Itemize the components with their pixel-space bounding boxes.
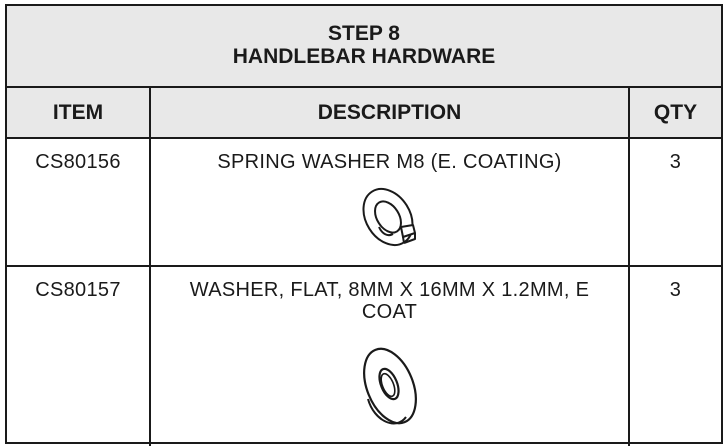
step-label: STEP 8 [328,22,400,45]
flat-washer-illustration [362,347,417,425]
description-cell: SPRING WASHER M8 (E. COATING) [151,139,630,265]
column-header-qty: QTY [653,101,698,124]
item-description: WASHER, FLAT, 8MM X 16MM X 1.2MM, E COAT [189,279,590,323]
description-cell: WASHER, FLAT, 8MM X 16MM X 1.2MM, E COAT [151,267,630,446]
item-number: CS80157 [35,279,121,301]
table-title: STEP 8 HANDLEBAR HARDWARE [7,6,721,88]
item-cell: CS80157 [7,267,151,446]
column-header-description: DESCRIPTION [151,88,630,137]
hardware-table: STEP 8 HANDLEBAR HARDWARE ITEM DESCRIPTI… [5,4,723,446]
item-qty: 3 [669,151,682,173]
item-cell: CS80156 [7,139,151,265]
item-description: SPRING WASHER M8 (E. COATING) [217,151,562,173]
table-row: CS80157 WASHER, FLAT, 8MM X 16MM X 1.2MM… [7,267,721,446]
step-name: HANDLEBAR HARDWARE [232,45,496,68]
qty-cell: 3 [630,267,721,446]
column-header-item: ITEM [7,88,151,137]
table-row: CS80156 SPRING WASHER M8 (E. COATING) 3 [7,139,721,267]
qty-cell: 3 [630,139,721,265]
spring-washer-illustration [361,188,416,246]
column-header-row: ITEM DESCRIPTION QTY [7,88,721,139]
item-qty: 3 [669,279,682,301]
item-number: CS80156 [35,151,121,173]
